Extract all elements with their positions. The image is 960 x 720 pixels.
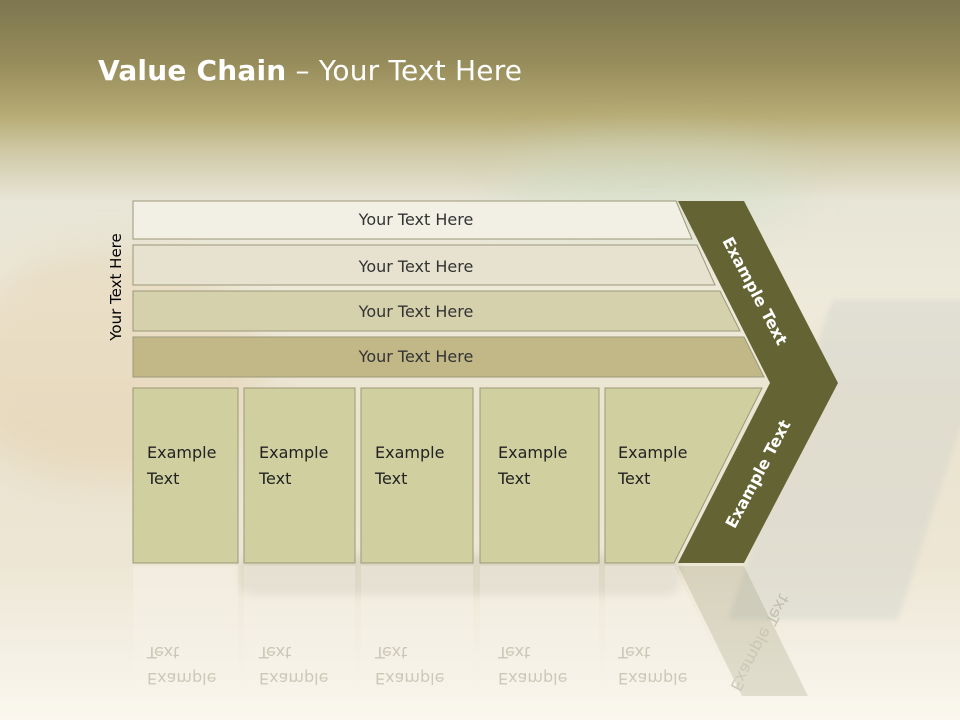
primary-column-line1: Example bbox=[375, 443, 444, 462]
slide-title: Value Chain – Your Text Here bbox=[98, 54, 522, 87]
primary-column-line2: Text bbox=[617, 469, 650, 488]
reflection-column bbox=[361, 566, 473, 696]
slide-title-bold: Value Chain bbox=[98, 54, 287, 87]
primary-column-line1: Example bbox=[259, 443, 328, 462]
reflection-text: Example bbox=[259, 669, 328, 688]
slide-title-rest: – Your Text Here bbox=[286, 54, 523, 87]
support-bar: Your Text Here bbox=[132, 336, 765, 378]
support-bar-shape bbox=[132, 336, 765, 378]
reflection-column bbox=[244, 566, 355, 696]
primary-column: Example Text bbox=[479, 387, 600, 564]
support-bars: Your Text Here Your Text Here Your Text … bbox=[132, 200, 765, 378]
support-bar-shape bbox=[132, 244, 716, 286]
reflection-text: Text bbox=[146, 643, 179, 662]
primary-column-line2: Text bbox=[258, 469, 291, 488]
support-bar-label: Your Text Here bbox=[358, 210, 474, 229]
primary-column-shape bbox=[360, 387, 474, 564]
reflection-text: Text bbox=[617, 643, 650, 662]
reflection-text: Text bbox=[258, 643, 291, 662]
primary-column-line1: Example bbox=[618, 443, 687, 462]
reflection-text: Text bbox=[374, 643, 407, 662]
primary-column-line2: Text bbox=[497, 469, 530, 488]
support-bar-label: Your Text Here bbox=[358, 302, 474, 321]
reflection-text: Example bbox=[618, 669, 687, 688]
reflection-text: Example bbox=[147, 669, 216, 688]
primary-column-line1: Example bbox=[498, 443, 567, 462]
support-bar: Your Text Here bbox=[132, 200, 693, 240]
primary-column-shape bbox=[132, 387, 239, 564]
reflection-text: Text bbox=[497, 643, 530, 662]
support-bar: Your Text Here bbox=[132, 290, 741, 332]
primary-column-line2: Text bbox=[146, 469, 179, 488]
support-bar-shape bbox=[132, 290, 741, 332]
primary-column-line1: Example bbox=[147, 443, 216, 462]
primary-column-shape bbox=[479, 387, 600, 564]
support-bar-label: Your Text Here bbox=[358, 347, 474, 366]
chevron-shape bbox=[678, 201, 838, 563]
reflection-chevron bbox=[678, 566, 808, 696]
reflection-text: Example bbox=[375, 669, 444, 688]
reflection-column bbox=[480, 566, 599, 696]
reflection-text: Example bbox=[498, 669, 567, 688]
primary-column-shape bbox=[243, 387, 356, 564]
primary-column: Example Text bbox=[132, 387, 239, 564]
primary-column: Example Text bbox=[243, 387, 356, 564]
support-bar: Your Text Here bbox=[132, 244, 716, 286]
primary-column: Example Text bbox=[360, 387, 474, 564]
primary-columns: Example Text Example Text Example Text E… bbox=[132, 387, 763, 564]
primary-column: Example Text bbox=[604, 387, 763, 564]
diagram-reflection: Example Text Example Text Example Text E… bbox=[133, 566, 808, 696]
reflection-column bbox=[605, 566, 736, 696]
primary-column-line2: Text bbox=[374, 469, 407, 488]
reflection-column bbox=[133, 566, 238, 696]
support-bar-shape bbox=[132, 200, 693, 240]
primary-column-shape bbox=[604, 387, 763, 564]
support-bar-label: Your Text Here bbox=[358, 257, 474, 276]
